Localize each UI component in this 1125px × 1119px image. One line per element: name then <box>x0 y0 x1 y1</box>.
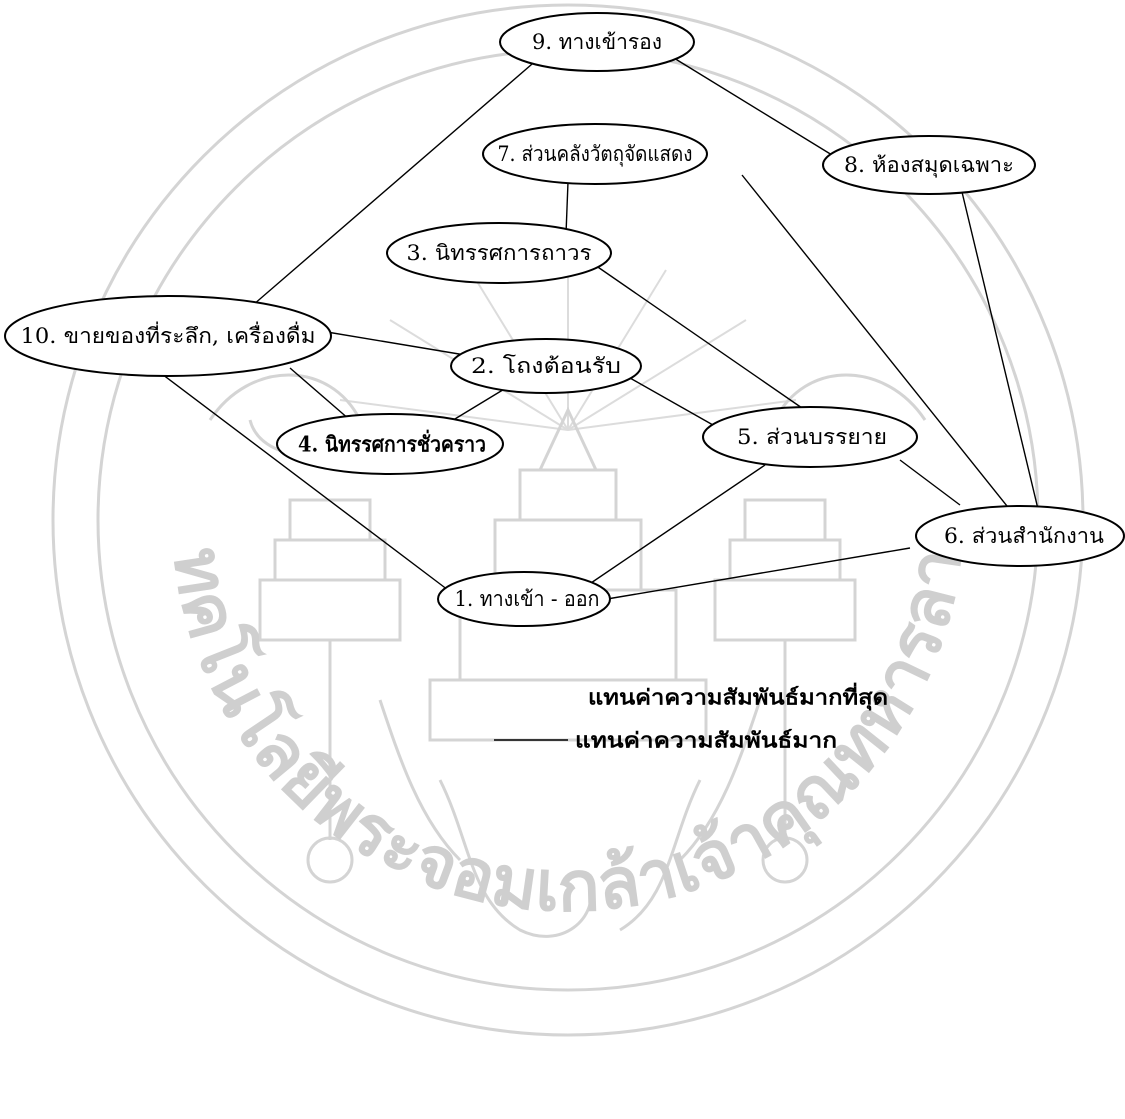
edge-9-8 <box>668 54 833 156</box>
edge-5-6 <box>899 459 961 506</box>
node-4-label: 4. นิทรรศการชั่วคราว <box>298 429 486 457</box>
edge-10-2 <box>314 329 466 356</box>
edge-9-10 <box>252 57 540 306</box>
node-8-label: 8. ห้องสมุดเฉพาะ <box>844 153 1014 178</box>
edge-10-1 <box>149 364 449 591</box>
node-9: 9. ทางเข้ารอง <box>499 12 695 72</box>
node-10-label: 10. ขายของที่ระลึก, เครื่องดื่ม <box>21 321 316 348</box>
node-10: 10. ขายของที่ระลึก, เครื่องดื่ม <box>4 295 332 377</box>
node-9-label: 9. ทางเข้ารอง <box>532 30 662 54</box>
edge-8-6 <box>961 191 1039 510</box>
node-7-label: 7. ส่วนคลังวัตถุจัดแสดง <box>498 142 693 167</box>
legend-most-label: แทนค่าความสัมพันธ์มากที่สุด <box>588 682 888 712</box>
edge-2-5 <box>629 377 714 426</box>
edge-3-5 <box>591 262 803 409</box>
node-2: 2. โถงต้อนรับ <box>450 338 642 394</box>
node-1-label: 1. ทางเข้า - ออก <box>455 587 600 611</box>
legend-much-label: แทนค่าความสัมพันธ์มาก <box>575 728 837 753</box>
edge-7-3 <box>565 181 569 235</box>
edge-5-1 <box>587 464 766 586</box>
node-2-label: 2. โถงต้อนรับ <box>471 354 621 378</box>
edge-10-4 <box>289 367 351 421</box>
edge-layer <box>149 54 1039 600</box>
node-5-label: 5. ส่วนบรรยาย <box>737 425 887 449</box>
node-3: 3. นิทรรศการถาวร <box>386 222 612 284</box>
node-layer: 9. ทางเข้ารอง 7. ส่วนคลังวัตถุจัดแสดง 8.… <box>4 12 1125 627</box>
edge-1-6 <box>606 547 911 600</box>
node-6-label: 6. ส่วนสำนักงาน <box>944 524 1104 548</box>
node-1: 1. ทางเข้า - ออก <box>437 571 611 627</box>
edge-7-6 <box>741 174 1016 517</box>
node-3-label: 3. นิทรรศการถาวร <box>407 241 592 265</box>
node-6: 6. ส่วนสำนักงาน <box>915 505 1125 567</box>
node-5: 5. ส่วนบรรยาย <box>702 406 918 468</box>
node-8: 8. ห้องสมุดเฉพาะ <box>822 135 1036 195</box>
node-4: 4. นิทรรศการชั่วคราว <box>276 413 504 475</box>
legend: แทนค่าความสัมพันธ์มากที่สุด แทนค่าความสั… <box>494 682 888 753</box>
node-7: 7. ส่วนคลังวัตถุจัดแสดง <box>482 123 708 185</box>
